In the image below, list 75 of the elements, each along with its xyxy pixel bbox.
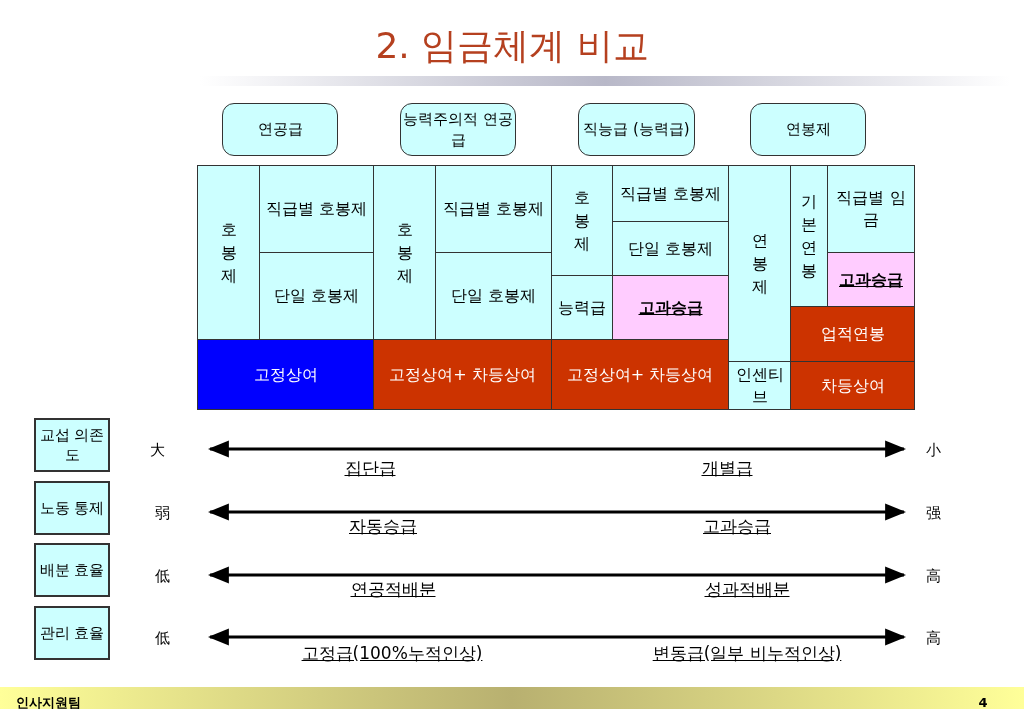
cell-text: 직급별 호봉제 bbox=[618, 182, 723, 205]
table-cell bbox=[259, 165, 374, 253]
highlight-cell bbox=[612, 275, 729, 340]
criterion-box bbox=[34, 606, 110, 660]
table-cell bbox=[435, 252, 552, 340]
table-cell bbox=[612, 221, 729, 276]
scale-end-label: 高 bbox=[925, 566, 941, 586]
cell-text: 연봉제 bbox=[784, 119, 832, 140]
cell-text: 단일 호봉제 bbox=[272, 285, 361, 307]
cell-text: 직능급 (능력급) bbox=[582, 119, 691, 140]
table-cell bbox=[551, 165, 613, 276]
cell-text: 직급별 호봉제 bbox=[441, 198, 546, 220]
highlight-cell bbox=[827, 252, 915, 307]
scale-label: 개별급 bbox=[701, 458, 753, 478]
cell-text: 관리 효율 bbox=[38, 622, 106, 644]
slide-title: 2. 임금체계 비교 bbox=[374, 24, 650, 68]
table-cell bbox=[728, 361, 791, 410]
scale-end-label: 高 bbox=[925, 628, 941, 648]
cell-text: 고정상여+ 차등상여 bbox=[565, 363, 715, 386]
table-cell bbox=[551, 339, 729, 410]
cell-text: 고정상여 bbox=[252, 363, 319, 386]
category-box bbox=[222, 103, 338, 156]
cell-text: 인센티브 bbox=[734, 363, 785, 408]
cell-text: 단일 호봉제 bbox=[449, 285, 538, 307]
scale-end-label: 小 bbox=[925, 440, 941, 460]
table-cell bbox=[197, 339, 374, 410]
cell-text: 연공급 bbox=[256, 119, 304, 140]
footer-text: 4 bbox=[978, 694, 988, 709]
table-cell bbox=[790, 165, 828, 307]
table-cell bbox=[259, 252, 374, 340]
cell-text: 교섭 의존도 bbox=[38, 424, 106, 466]
cell-text: 호봉제 bbox=[574, 186, 590, 256]
cell-text: 단일 호봉제 bbox=[626, 237, 715, 260]
cell-text: 호봉제 bbox=[220, 218, 237, 288]
table-cell bbox=[435, 165, 552, 253]
cell-text: 기본연봉 bbox=[801, 190, 817, 283]
table-cell bbox=[827, 165, 915, 253]
table-cell bbox=[790, 361, 915, 410]
table-cell bbox=[373, 339, 552, 410]
cell-text: 업적연봉 bbox=[819, 323, 886, 345]
table-cell bbox=[551, 275, 613, 340]
scale-end-label: 大 bbox=[149, 440, 165, 460]
criterion-box bbox=[34, 418, 110, 472]
cell-text: 노동 통제 bbox=[38, 497, 106, 519]
scale-end-label: 强 bbox=[925, 503, 941, 523]
cell-text: 능력급 bbox=[557, 296, 607, 319]
scale-end-label: 低 bbox=[154, 628, 170, 648]
category-box bbox=[400, 103, 516, 156]
scale-label: 집단급 bbox=[344, 458, 396, 478]
cell-text: 차등상여 bbox=[819, 374, 886, 397]
scale-end-label: 弱 bbox=[154, 503, 170, 523]
category-box bbox=[578, 103, 695, 156]
cell-text: 연봉제 bbox=[751, 229, 768, 299]
cell-text: 능력주의적 연공급 bbox=[402, 109, 514, 150]
scale-label: 자동승급 bbox=[349, 516, 417, 536]
cell-text: 고정상여+ 차등상여 bbox=[388, 363, 537, 386]
scale-label: 고과승급 bbox=[703, 516, 771, 536]
category-box bbox=[750, 103, 866, 156]
table-cell bbox=[612, 165, 729, 222]
cell-text: 배분 효율 bbox=[38, 559, 106, 581]
table-cell bbox=[373, 165, 436, 340]
table-cell bbox=[197, 165, 260, 340]
cell-text: 직급별 호봉제 bbox=[264, 198, 369, 220]
scale-label: 연공적배분 bbox=[350, 579, 436, 599]
footer-text: 인사지원팀 bbox=[15, 694, 81, 709]
criterion-box bbox=[34, 543, 110, 597]
scale-label: 성과적배분 bbox=[704, 579, 790, 599]
table-cell bbox=[790, 306, 915, 362]
scale-label: 고정급(100%누적인상) bbox=[301, 643, 483, 663]
scale-end-label: 低 bbox=[154, 566, 170, 586]
scale-label: 변동급(일부 비누적인상) bbox=[652, 643, 842, 663]
criterion-box bbox=[34, 481, 110, 535]
cell-text: 직급별 임금 bbox=[835, 187, 907, 231]
table-cell bbox=[728, 165, 791, 362]
cell-text: 호봉제 bbox=[396, 218, 413, 288]
